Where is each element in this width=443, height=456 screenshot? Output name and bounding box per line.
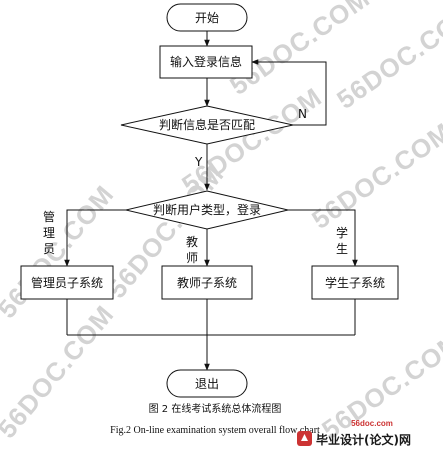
- admin-edge-label: 员: [43, 242, 55, 256]
- logo-url: 56doc.com: [351, 419, 393, 428]
- watermark-text: 56DOC.COM: [0, 179, 120, 324]
- student-edge-label: 学: [336, 225, 348, 240]
- watermark-text: 56DOC.COM: [0, 299, 120, 444]
- edge-no-loop: [251, 59, 327, 126]
- start-node: [166, 3, 248, 32]
- admin-edge-label: 管: [43, 209, 55, 224]
- student-subsystem-node: [311, 265, 399, 300]
- input-node: [159, 45, 253, 79]
- no-edge-label: N: [298, 107, 307, 121]
- check-match-label: 判断信息是否匹配: [159, 117, 255, 132]
- caption-chinese: 图 2 在线考试系统总体流程图: [149, 402, 282, 415]
- site-logo: 56doc.com 毕业设计(论文)网: [297, 419, 411, 447]
- admin-subsystem-label: 管理员子系统: [31, 275, 103, 290]
- logo-mark-icon: [297, 431, 312, 446]
- teacher-edge-label: 教: [186, 234, 198, 249]
- student-edge-label: 生: [336, 242, 348, 256]
- edge-to-admin: [64, 209, 126, 267]
- edge-to-student: [288, 209, 358, 267]
- teacher-edge-label: 师: [186, 251, 198, 265]
- edges: [64, 31, 358, 371]
- admin-edge-label: 理: [43, 226, 55, 240]
- exit-node: [166, 369, 248, 398]
- teacher-subsystem-node: [161, 265, 253, 300]
- check-match-decision: [120, 105, 294, 145]
- start-label: 开始: [195, 11, 219, 25]
- logo-name: 毕业设计(论文)网: [316, 432, 411, 447]
- student-subsystem-label: 学生子系统: [325, 275, 385, 290]
- exit-label: 退出: [195, 377, 219, 391]
- admin-subsystem-node: [20, 265, 114, 300]
- teacher-subsystem-label: 教师子系统: [177, 275, 237, 290]
- yes-edge-label: Y: [194, 155, 203, 169]
- watermark-text: 56DOC.COM: [306, 117, 443, 235]
- check-type-label: 判断用户类型，登录: [153, 202, 261, 217]
- input-label: 输入登录信息: [170, 54, 242, 69]
- nodes: [20, 3, 399, 398]
- check-type-decision: [125, 190, 289, 230]
- caption-english: Fig.2 On-line examination system overall…: [110, 425, 320, 436]
